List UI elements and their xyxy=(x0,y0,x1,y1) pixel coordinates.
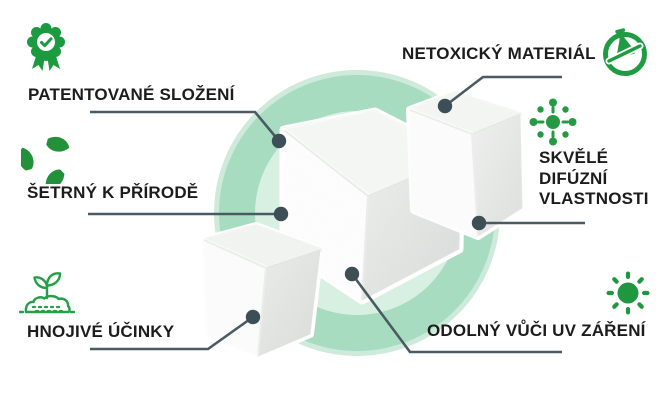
connector-dot-diffusion xyxy=(471,215,487,231)
feature-label-patented: PATENTOVANÉ SLOŽENÍ xyxy=(28,85,235,104)
sun-icon xyxy=(603,268,653,318)
connector-dots xyxy=(245,98,487,325)
connector-fertilizer xyxy=(90,315,254,351)
connector-lines xyxy=(88,75,585,354)
no-toxic-flask-icon xyxy=(599,26,651,78)
connector-dot-nontoxic xyxy=(437,98,453,114)
feature-label-eco: ŠETRNÝ K PŘÍRODĚ xyxy=(27,183,199,202)
feature-label-nontoxic: NETOXICKÝ MATERIÁL xyxy=(402,44,596,63)
feature-label-diffusion-line3: VLASTNOSTI xyxy=(539,189,649,208)
feature-label-uv: ODOLNÝ VŮČI UV ZÁŘENÍ xyxy=(427,321,646,340)
connector-dot-patented xyxy=(271,133,287,149)
sprout-icon xyxy=(19,271,75,321)
feature-label-diffusion-line2: DIFÚZNÍ xyxy=(539,168,608,188)
connector-dot-fertilizer xyxy=(245,309,261,325)
award-badge-icon xyxy=(22,22,70,76)
diffusion-icon xyxy=(529,98,577,146)
recycle-leaves-icon xyxy=(21,136,71,184)
connector-nontoxic xyxy=(444,75,562,108)
feature-label-diffusion: SKVĚLÉ DIFÚZNÍ VLASTNOSTI xyxy=(539,148,649,210)
connector-uv xyxy=(350,273,562,354)
connector-patented xyxy=(90,110,281,142)
feature-label-diffusion-line1: SKVĚLÉ xyxy=(539,148,609,167)
connector-dot-uv xyxy=(344,266,360,282)
feature-label-fertilizer: HNOJIVÉ ÚČINKY xyxy=(27,322,175,341)
connector-dot-eco xyxy=(273,206,289,222)
